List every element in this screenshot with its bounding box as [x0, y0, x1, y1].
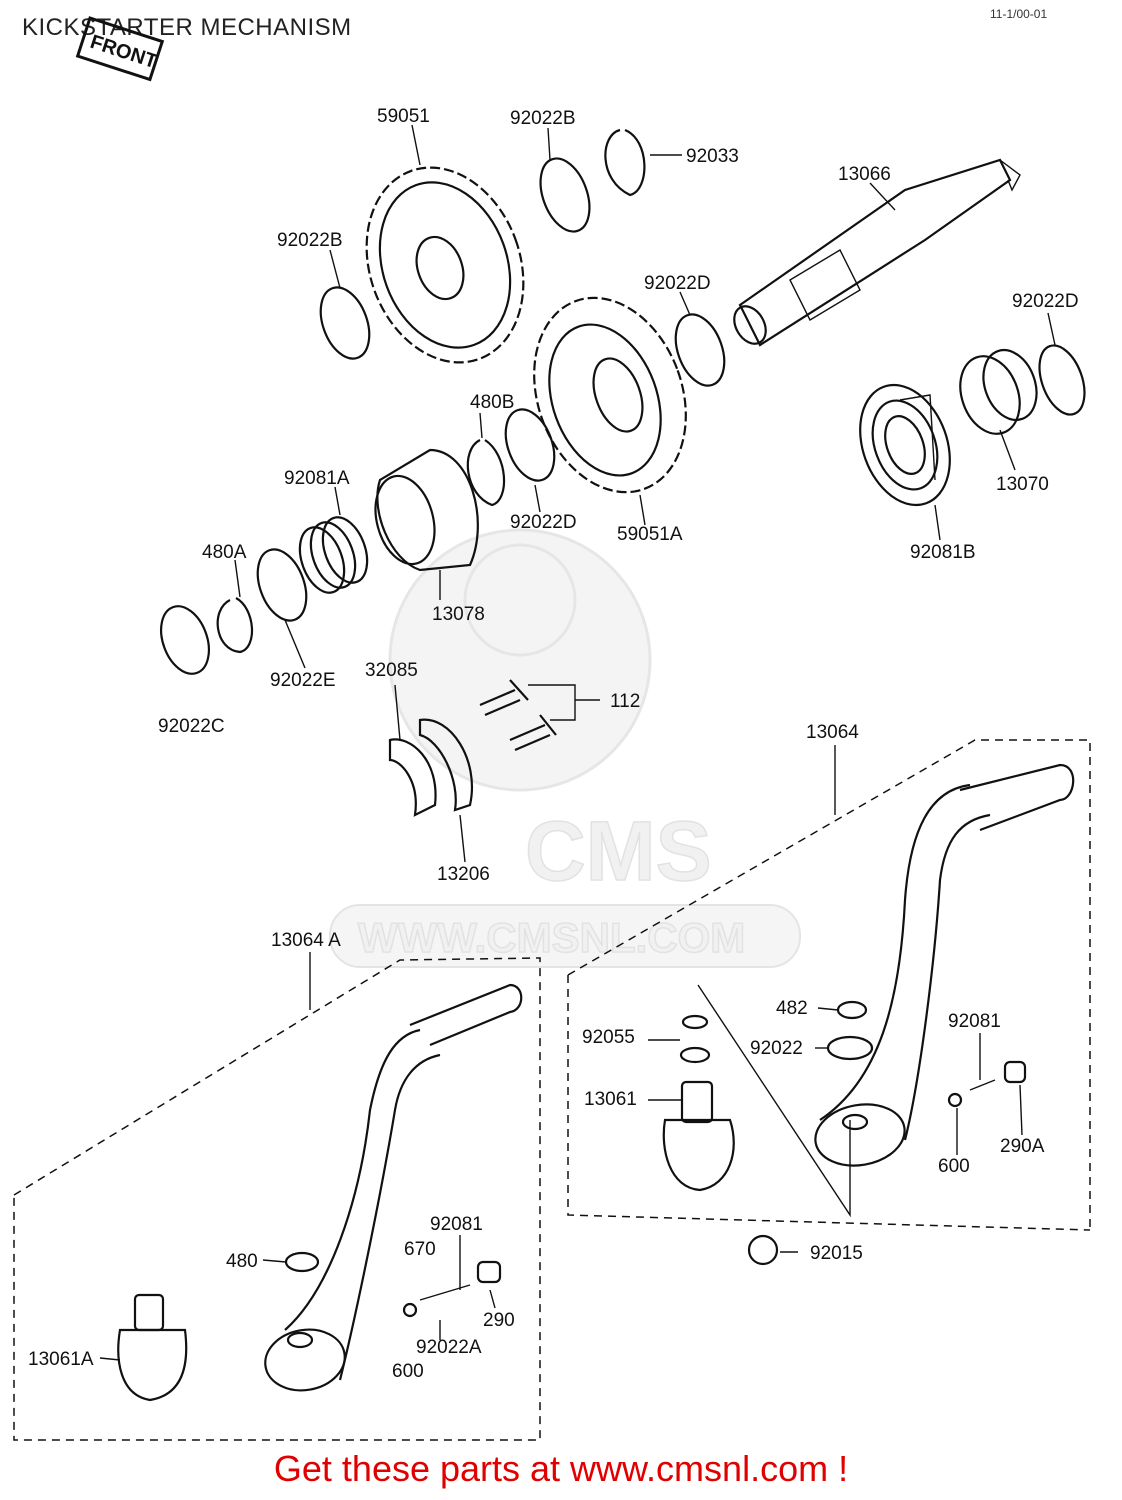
washer-92022e-icon	[256, 548, 308, 622]
label-92055: 92055	[582, 1027, 635, 1048]
label-13066: 13066	[838, 164, 891, 185]
label-480b: 480B	[470, 392, 514, 413]
label-92022d-mid: 92022D	[644, 273, 711, 294]
label-92081a: 92081A	[284, 468, 350, 489]
watermark-mascot-icon	[388, 528, 652, 792]
label-32085: 32085	[365, 660, 418, 681]
circlip-92055-icon	[681, 1014, 709, 1030]
label-13061: 13061	[584, 1089, 637, 1110]
spring-92081-left-icon	[419, 1284, 471, 1301]
label-600-left: 600	[392, 1361, 424, 1382]
washer-92022-icon	[826, 1035, 874, 1061]
collar-13070-icon	[959, 349, 1038, 435]
washer-92022b-top-icon	[539, 157, 591, 233]
label-59051: 59051	[377, 106, 430, 127]
ball-600-right-icon	[947, 1092, 963, 1108]
washer-92022d-mid-icon	[674, 313, 726, 387]
washer-92022c-icon	[160, 605, 210, 675]
label-92022d-low: 92022D	[510, 512, 577, 533]
washer-92022d-low-icon	[504, 408, 556, 482]
label-92022b-left: 92022B	[277, 230, 343, 251]
washer-92055-icon	[679, 1046, 711, 1064]
bolt-92015-icon	[747, 1234, 779, 1266]
guide-13206-icon	[388, 718, 473, 817]
circlip-92033-icon	[604, 128, 646, 197]
pin-290a-icon	[1003, 1060, 1027, 1084]
label-600-right: 600	[938, 1156, 970, 1177]
label-92033: 92033	[686, 146, 739, 167]
bolt-112-icon	[479, 679, 557, 752]
label-13061a: 13061A	[28, 1349, 94, 1370]
page-title: KICKSTARTER MECHANISM	[22, 14, 352, 41]
label-92022c: 92022C	[158, 716, 225, 737]
part-labels: 59051 92022B 92033 13066 92022B 92022D 9…	[28, 106, 1079, 1382]
circlip-480-icon	[284, 1251, 320, 1273]
label-92022b-top: 92022B	[510, 108, 576, 129]
reference-code: 11-1/00-01	[990, 7, 1047, 21]
label-92022e: 92022E	[270, 670, 336, 691]
circlip-482-icon	[836, 1000, 868, 1020]
label-290: 290	[483, 1310, 515, 1331]
spring-92081a-icon	[298, 516, 369, 594]
label-59051a: 59051A	[617, 524, 683, 545]
label-92022a: 92022A	[416, 1337, 482, 1358]
label-92081-left: 92081	[430, 1214, 483, 1235]
ratchet-13078-icon	[374, 448, 479, 572]
watermark-url: WWW.CMSNL.COM	[358, 914, 745, 961]
label-13064a: 13064 A	[271, 930, 341, 951]
label-480a: 480A	[202, 542, 247, 563]
label-112: 112	[610, 691, 640, 712]
spring-92081b-icon	[859, 383, 951, 507]
label-13078: 13078	[432, 604, 485, 625]
pin-290-icon	[476, 1260, 502, 1284]
circlip-480a-icon	[216, 597, 254, 654]
label-92081-right: 92081	[948, 1011, 1001, 1032]
label-92022d-right: 92022D	[1012, 291, 1079, 312]
kick-lever-13064a-icon	[264, 983, 523, 1392]
gear-59051a-icon	[533, 296, 687, 494]
washer-92022d-right-icon	[1038, 344, 1086, 416]
watermark: CMS WWW.CMSNL.COM	[329, 528, 801, 968]
shaft-13061a-icon	[117, 1293, 188, 1402]
circlip-480b-icon	[466, 439, 506, 507]
kick-lever-13064-icon	[814, 763, 1075, 1167]
label-290a: 290A	[1000, 1136, 1045, 1157]
gear-59051-icon	[365, 166, 525, 364]
label-13070: 13070	[996, 474, 1049, 495]
label-480: 480	[226, 1251, 258, 1272]
spring-92081-right-icon	[969, 1079, 996, 1091]
label-13064: 13064	[806, 722, 859, 743]
shaft-13061-icon	[662, 1080, 735, 1192]
get-parts-link[interactable]: Get these parts at www.cmsnl.com !	[273, 1448, 849, 1489]
leader-lines	[99, 124, 1056, 1361]
washer-92022b-left-icon	[319, 286, 371, 360]
label-92081b: 92081B	[910, 542, 976, 563]
front-marker: FRONT	[75, 16, 165, 82]
label-13206: 13206	[437, 864, 490, 885]
lever-group-outlines	[13, 739, 1091, 1441]
label-670: 670	[404, 1239, 436, 1260]
shaft-13066-icon	[733, 158, 1021, 347]
watermark-brand: CMS	[525, 804, 712, 898]
ball-600-left-icon	[402, 1302, 418, 1318]
label-92022: 92022	[750, 1038, 803, 1059]
label-92015: 92015	[810, 1243, 863, 1264]
label-482: 482	[776, 998, 808, 1019]
